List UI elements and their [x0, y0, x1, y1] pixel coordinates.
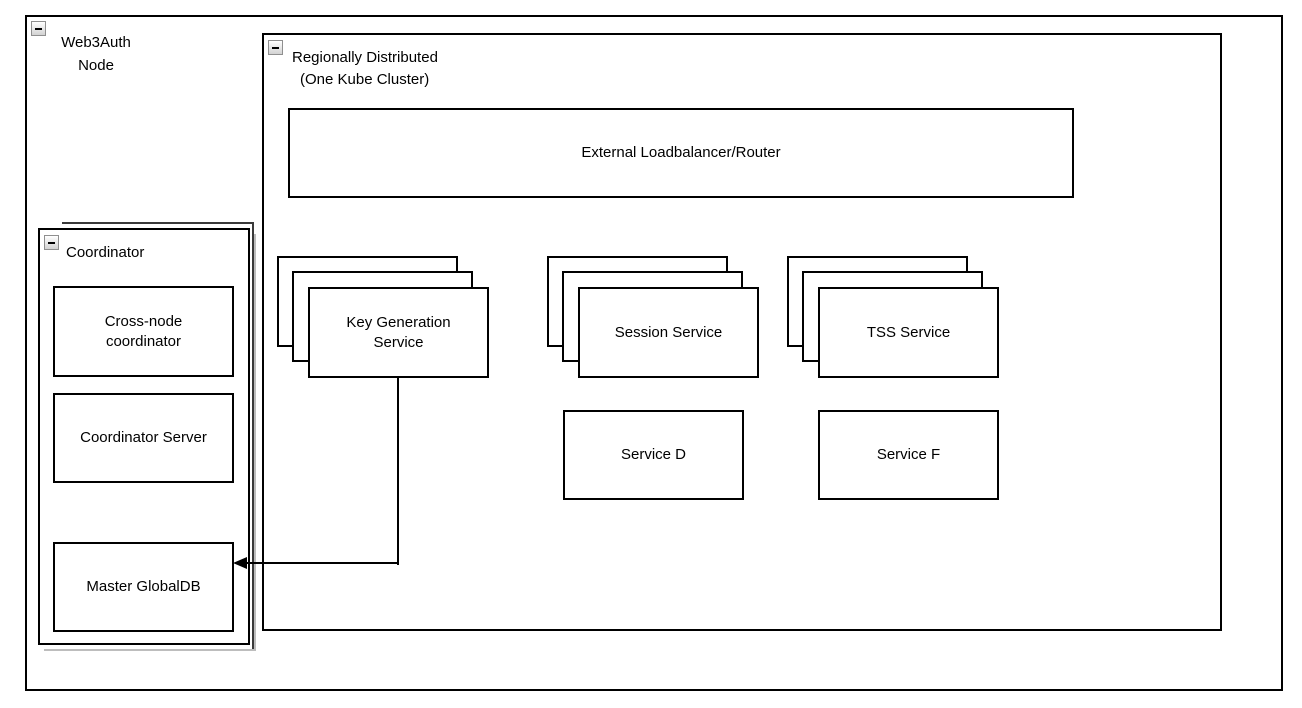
node-master-globaldb[interactable]: Master GlobalDB	[53, 542, 234, 632]
coordinator-ghost-outline	[62, 222, 254, 651]
node-label: Coordinator Server	[80, 429, 207, 446]
node-cross-node-coordinator[interactable]: Cross-node coordinator	[53, 286, 234, 377]
label-line: Web3Auth	[61, 34, 131, 51]
stack-session-service[interactable]: Session Service	[547, 256, 759, 378]
node-label: Cross-node coordinator	[104, 312, 183, 350]
stack-front-sheet: Session Service	[578, 287, 759, 378]
node-label: Service D	[620, 446, 687, 463]
node-label: TSS Service	[866, 323, 951, 341]
collapse-minus-icon[interactable]	[268, 40, 283, 55]
node-service-d[interactable]: Service D	[563, 410, 744, 500]
node-external-loadbalancer[interactable]: External Loadbalancer/Router	[288, 108, 1074, 198]
node-service-f[interactable]: Service F	[818, 410, 999, 500]
node-coordinator-server[interactable]: Coordinator Server	[53, 393, 234, 483]
node-label: External Loadbalancer/Router	[581, 144, 781, 161]
label-line: Node	[78, 57, 114, 74]
stack-key-generation-service[interactable]: Key Generation Service	[277, 256, 489, 378]
group-label-regionally-distributed: Regionally Distributed (One Kube Cluster…	[292, 47, 438, 91]
stack-tss-service[interactable]: TSS Service	[787, 256, 999, 378]
group-label-web3auth-node: Web3Auth Node	[40, 31, 152, 77]
arrowhead-left-icon	[233, 557, 247, 569]
collapse-minus-icon[interactable]	[44, 235, 59, 250]
label-line: (One Kube Cluster)	[300, 71, 430, 88]
coordinator-drop-shadow	[44, 234, 256, 651]
node-label: Service F	[876, 446, 941, 463]
node-label: Key Generation Service	[346, 313, 451, 351]
edge-segment-vertical	[397, 377, 399, 565]
stack-front-sheet: TSS Service	[818, 287, 999, 378]
group-label-coordinator: Coordinator	[66, 244, 145, 261]
label-line: Regionally Distributed	[292, 49, 438, 66]
node-label: Master GlobalDB	[86, 578, 201, 595]
stack-front-sheet: Key Generation Service	[308, 287, 489, 378]
node-label: Session Service	[614, 323, 723, 341]
collapse-minus-icon[interactable]	[31, 21, 46, 36]
edge-segment-horizontal	[245, 562, 399, 564]
